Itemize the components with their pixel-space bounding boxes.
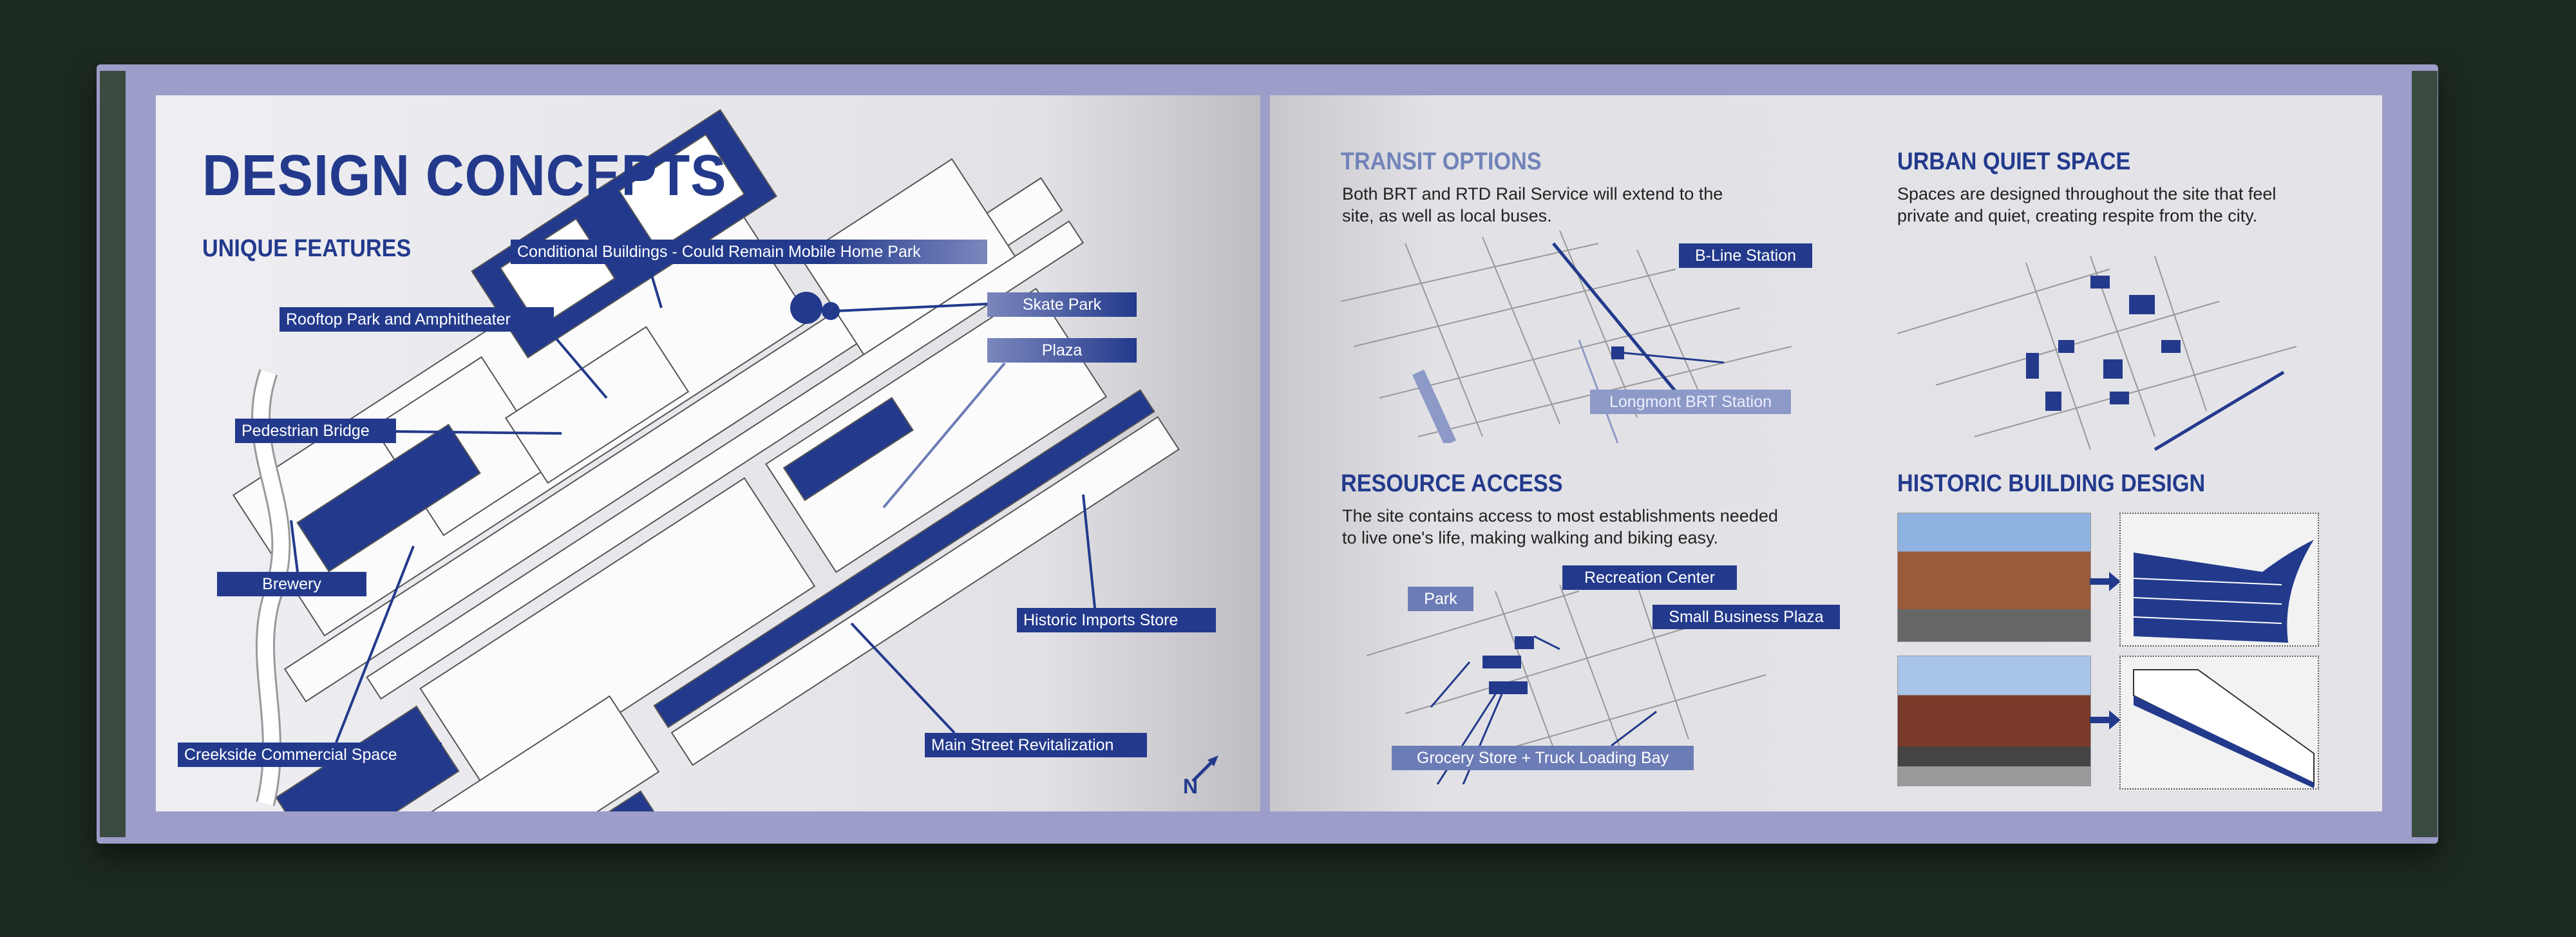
label-pedestrian-bridge: Pedestrian Bridge: [235, 419, 396, 443]
label-longmont-brt: Longmont BRT Station: [1590, 390, 1791, 414]
label-conditional-buildings: Conditional Buildings - Could Remain Mob…: [511, 240, 987, 264]
label-main-street: Main Street Revitalization: [925, 733, 1147, 757]
transit-map: [1341, 231, 1792, 443]
arrow-icon: [2090, 572, 2121, 591]
label-creekside: Creekside Commercial Space: [178, 743, 442, 767]
right-page: TRANSIT OPTIONS Both BRT and RTD Rail Se…: [1270, 95, 2382, 811]
label-recreation-center: Recreation Center: [1562, 565, 1737, 590]
label-grocery-store: Grocery Store + Truck Loading Bay: [1392, 746, 1694, 770]
label-brewery: Brewery: [217, 572, 366, 596]
site-plan-illustration: [232, 109, 1180, 811]
label-small-business-plaza: Small Business Plaza: [1653, 605, 1840, 629]
page-title: DESIGN CONCEPTS: [202, 144, 727, 208]
heading-urban-quiet-space: URBAN QUIET SPACE: [1897, 148, 2131, 175]
historic-photo-1: [1897, 513, 2091, 642]
site-buildings: [232, 109, 1180, 811]
historic-sketch-1: [2119, 513, 2319, 647]
quiet-description: Spaces are designed throughout the site …: [1897, 184, 2277, 225]
left-page: DESIGN CONCEPTS UNIQUE FEATURES Conditio…: [156, 95, 1260, 811]
quiet-space-map: [1897, 256, 2297, 451]
label-historic-imports: Historic Imports Store: [1017, 608, 1216, 632]
heading-resource-access: RESOURCE ACCESS: [1341, 470, 1563, 497]
heading-historic-building-design: HISTORIC BUILDING DESIGN: [1897, 470, 2206, 497]
north-arrow-glyph-icon: [1191, 755, 1218, 782]
heading-transit-options: TRANSIT OPTIONS: [1341, 148, 1542, 175]
label-b-line-station: B-Line Station: [1679, 243, 1812, 268]
book-edge-right: [2412, 71, 2438, 837]
section-heading-unique-features: UNIQUE FEATURES: [202, 235, 412, 262]
transit-description: Both BRT and RTD Rail Service will exten…: [1342, 184, 1723, 225]
label-park: Park: [1408, 587, 1473, 611]
resource-description: The site contains access to most establi…: [1342, 506, 1778, 547]
label-skate-park: Skate Park: [987, 292, 1137, 317]
historic-photo-2: [1897, 656, 2091, 786]
label-rooftop-park: Rooftop Park and Amphitheater: [279, 307, 554, 332]
label-plaza: Plaza: [987, 338, 1137, 363]
book-edge-left: [100, 71, 126, 837]
historic-sketch-2: [2119, 656, 2319, 790]
arrow-icon: [2090, 710, 2121, 730]
